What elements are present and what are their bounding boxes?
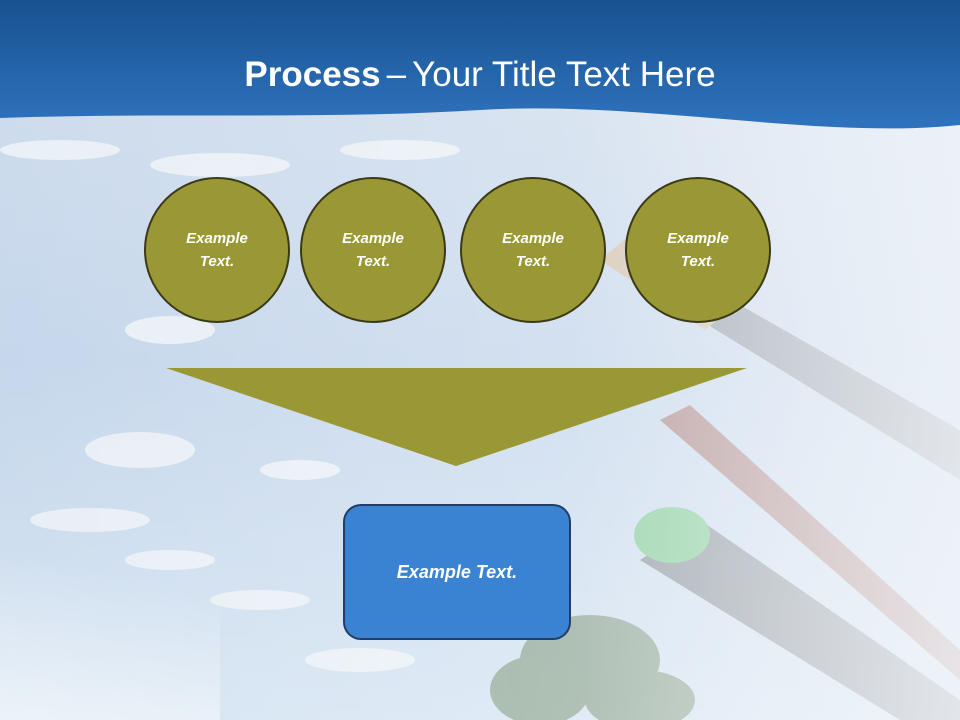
- slide-title: Process–Your Title Text Here: [0, 52, 960, 98]
- title-text: Your Title Text Here: [412, 55, 716, 94]
- process-step-circle-3: Example Text.: [460, 177, 606, 323]
- process-step-circle-4: Example Text.: [625, 177, 771, 323]
- circle-label: Example Text.: [667, 230, 729, 270]
- circle-label: Example Text.: [342, 230, 404, 270]
- process-step-circle-2: Example Text.: [300, 177, 446, 323]
- result-box: Example Text.: [343, 504, 571, 640]
- result-box-label: Example Text.: [396, 561, 518, 582]
- process-step-circle-1: Example Text.: [144, 177, 290, 323]
- title-dash: –: [386, 55, 407, 94]
- circle-label: Example Text.: [502, 230, 564, 270]
- funnel-arrow: [166, 368, 747, 466]
- circle-label: Example Text.: [186, 230, 248, 270]
- title-bold-part: Process: [244, 55, 381, 94]
